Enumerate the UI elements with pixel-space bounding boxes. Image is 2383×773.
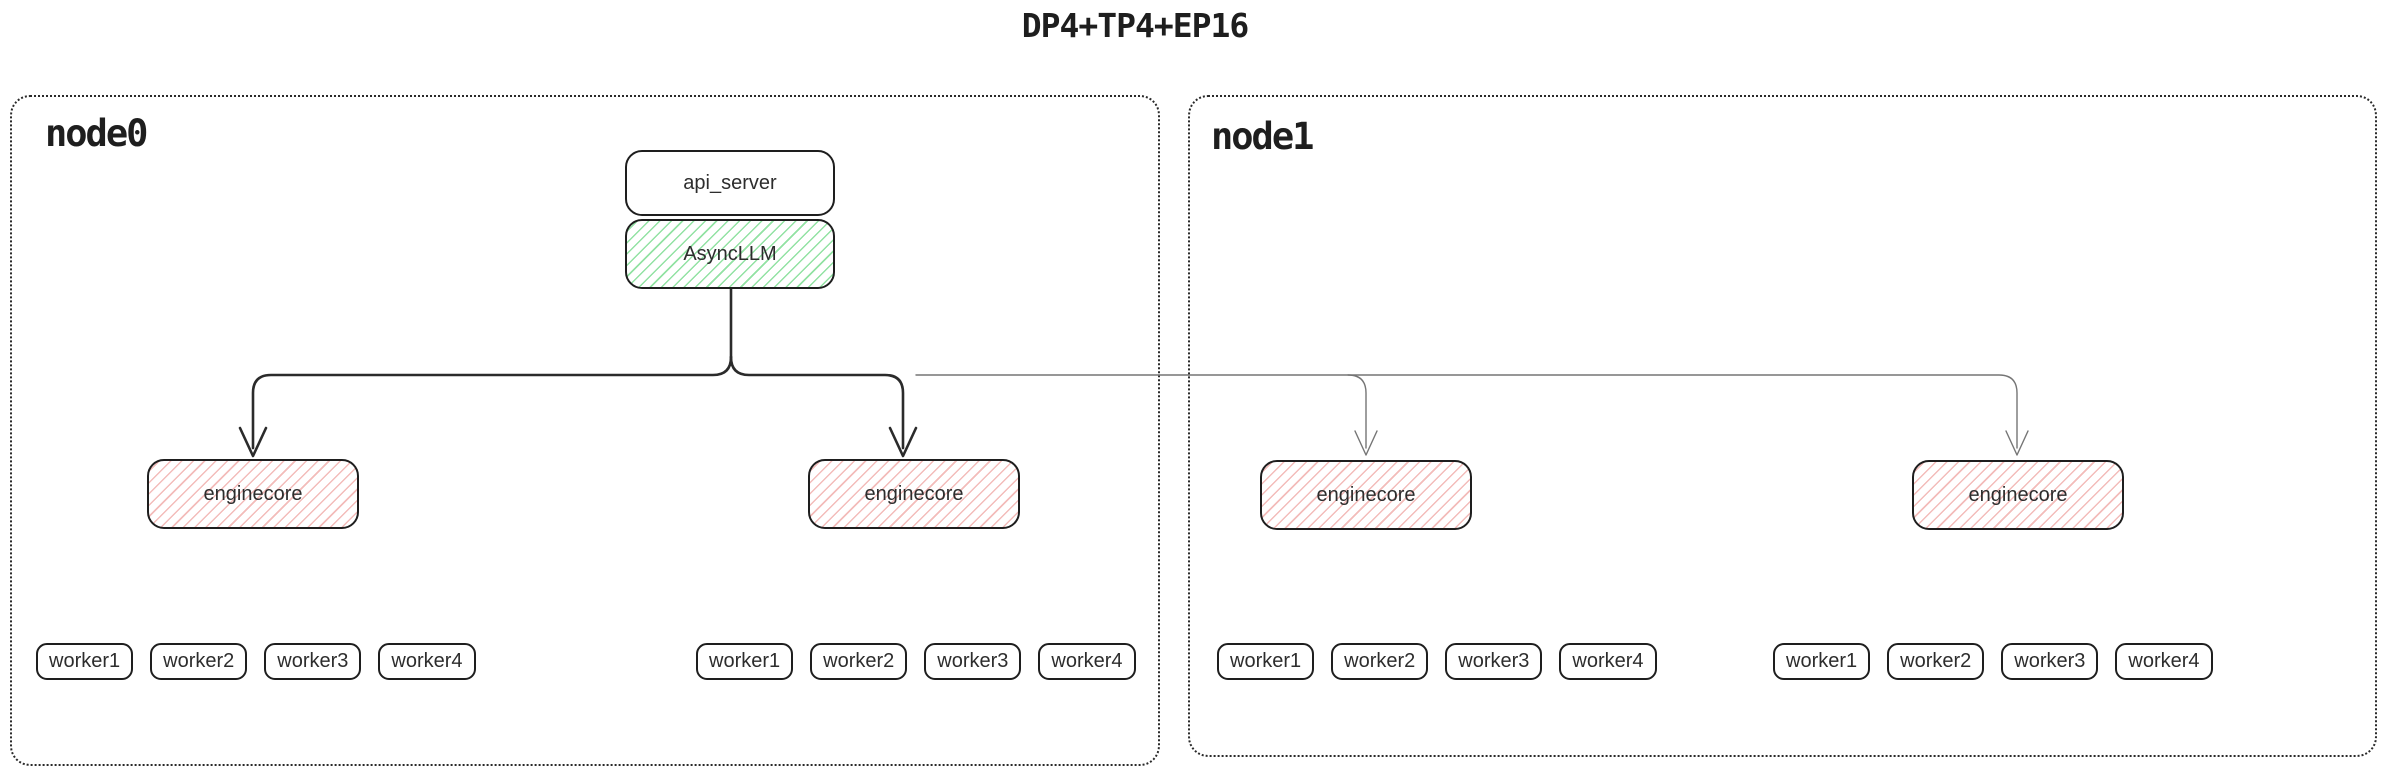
worker-label: worker1	[49, 650, 121, 672]
worker-label: worker2	[823, 650, 895, 672]
worker-box: worker4	[1038, 643, 1136, 680]
worker-box: worker3	[924, 643, 1022, 680]
worker-box: worker4	[1559, 643, 1657, 680]
node1-label: node1	[1211, 115, 1314, 158]
worker-group-node1-1: worker1 worker2 worker3 worker4	[1217, 643, 1657, 680]
worker-box: worker1	[696, 643, 794, 680]
worker-label: worker4	[2128, 650, 2200, 672]
enginecore-label: enginecore	[203, 482, 303, 505]
worker-group-node0-2: worker1 worker2 worker3 worker4	[696, 643, 1136, 680]
worker-box: worker2	[150, 643, 248, 680]
worker-box: worker1	[36, 643, 134, 680]
worker-label: worker2	[1344, 650, 1416, 672]
diagram-title: DP4+TP4+EP16	[1021, 6, 1249, 45]
worker-box: worker3	[1445, 643, 1543, 680]
worker-label: worker3	[2014, 650, 2086, 672]
asyncllm-box: AsyncLLM	[625, 219, 835, 289]
worker-group-node0-1: worker1 worker2 worker3 worker4	[36, 643, 476, 680]
worker-label: worker3	[1458, 650, 1530, 672]
api-server-box: api_server	[625, 150, 835, 216]
worker-box: worker3	[264, 643, 362, 680]
worker-label: worker4	[391, 650, 463, 672]
worker-box: worker1	[1773, 643, 1871, 680]
worker-label: worker2	[163, 650, 235, 672]
node0-label: node0	[45, 112, 148, 155]
worker-box: worker3	[2001, 643, 2099, 680]
enginecore-box-node0-1: enginecore	[147, 459, 359, 529]
worker-label: worker2	[1900, 650, 1972, 672]
enginecore-label: enginecore	[864, 482, 964, 505]
enginecore-label: enginecore	[1968, 483, 2068, 506]
worker-box: worker4	[378, 643, 476, 680]
worker-box: worker2	[1887, 643, 1985, 680]
api-server-label: api_server	[683, 171, 777, 194]
worker-box: worker1	[1217, 643, 1315, 680]
worker-label: worker4	[1572, 650, 1644, 672]
worker-group-node1-2: worker1 worker2 worker3 worker4	[1773, 643, 2213, 680]
worker-box: worker2	[1331, 643, 1429, 680]
worker-box: worker4	[2115, 643, 2213, 680]
enginecore-box-node1-1: enginecore	[1260, 460, 1472, 530]
worker-label: worker3	[277, 650, 349, 672]
worker-label: worker1	[1786, 650, 1858, 672]
enginecore-box-node0-2: enginecore	[808, 459, 1020, 529]
enginecore-box-node1-2: enginecore	[1912, 460, 2124, 530]
worker-label: worker3	[937, 650, 1009, 672]
worker-label: worker4	[1051, 650, 1123, 672]
asyncllm-label: AsyncLLM	[683, 242, 777, 265]
worker-box: worker2	[810, 643, 908, 680]
worker-label: worker1	[709, 650, 781, 672]
enginecore-label: enginecore	[1316, 483, 1416, 506]
worker-label: worker1	[1230, 650, 1302, 672]
